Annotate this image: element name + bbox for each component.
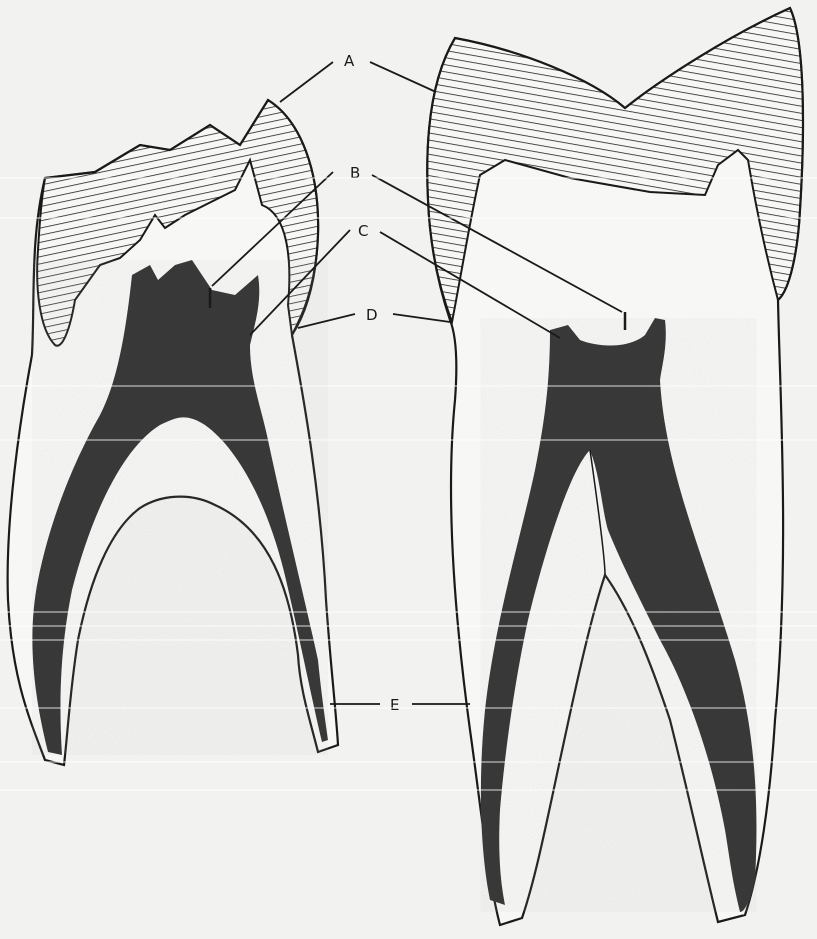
label-d: D xyxy=(366,306,378,324)
label-c: C xyxy=(358,222,368,240)
label-b: B xyxy=(350,164,360,182)
label-a: A xyxy=(344,52,355,70)
label-e: E xyxy=(390,696,399,714)
